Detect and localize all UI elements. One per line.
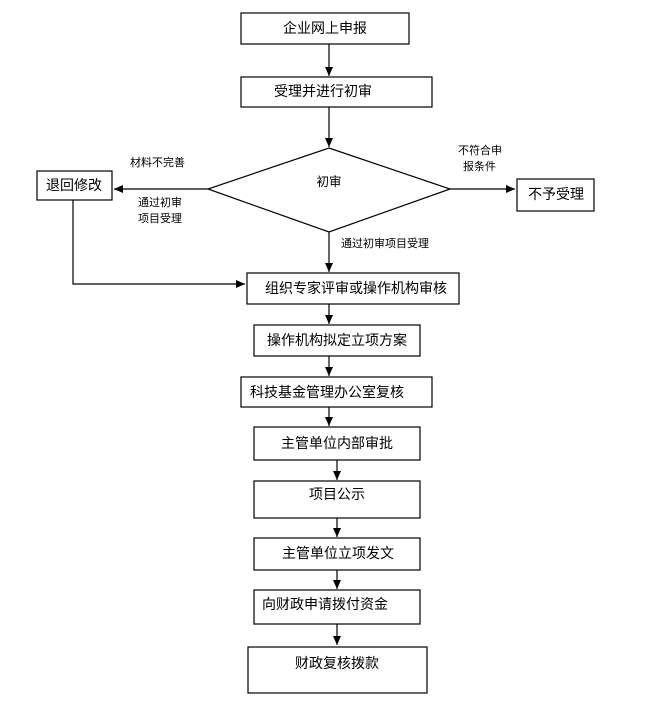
node-recheck-label: 科技基金管理办公室复核 [250,384,404,401]
node-plan-label: 操作机构拟定立项方案 [267,332,407,349]
label-nonconform-line1: 不符合申 [458,143,502,157]
node-plan: 操作机构拟定立项方案 [253,324,421,357]
node-expert-label: 组织专家评审或操作机构审核 [265,280,447,297]
node-request-label: 向财政申请拨付资金 [262,597,388,613]
node-finance: 财政复核拨款 [247,646,428,694]
node-finance-label: 财政复核拨款 [295,655,379,672]
label-pass-left-line2: 项目受理 [138,212,182,225]
node-return-label: 退回修改 [46,178,102,194]
edge-return-expert [72,200,245,288]
node-return: 退回修改 [36,170,113,201]
node-accept-label: 受理并进行初审 [274,83,372,100]
node-publicize-label: 项目公示 [309,487,365,503]
node-review: 初审 [206,147,452,233]
label-nonconform-line2: 报条件 [463,159,496,173]
node-recheck: 科技基金管理办公室复核 [240,376,433,408]
node-apply-label: 企业网上申报 [283,20,367,37]
edges [72,44,515,645]
node-approve-label: 主管单位内部审批 [281,436,393,452]
node-reject-label: 不予受理 [528,187,584,203]
node-request: 向财政申请拨付资金 [253,589,421,625]
node-apply: 企业网上申报 [240,12,410,45]
node-expert: 组织专家评审或操作机构审核 [246,272,460,305]
label-incomplete: 材料不完善 [130,155,185,169]
node-publicize: 项目公示 [253,480,421,519]
node-review-label: 初审 [316,174,341,189]
label-pass-down: 通过初审项目受理 [341,236,429,250]
node-issue-label: 主管单位立项发文 [282,546,394,562]
node-accept: 受理并进行初审 [240,76,433,108]
node-approve: 主管单位内部审批 [253,426,421,461]
node-reject: 不予受理 [516,178,595,212]
node-issue: 主管单位立项发文 [253,537,421,571]
label-pass-left-line1: 通过初审 [138,195,182,209]
edge-labels: 材料不完善 通过初审 项目受理 不符合申 报条件 通过初审项目受理 [130,143,502,250]
